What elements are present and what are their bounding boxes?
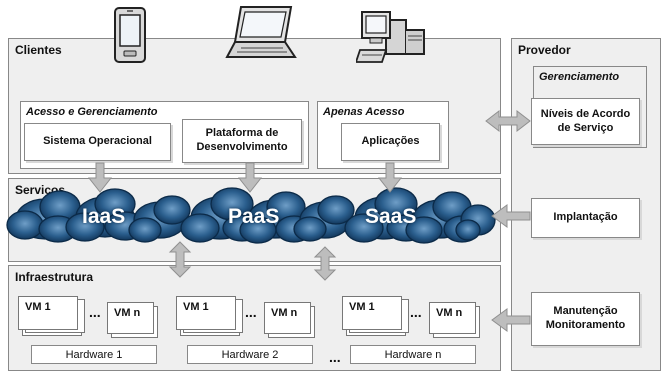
plataforma-box: Plataforma de Desenvolvimento: [182, 119, 302, 163]
vm-first-card: VM 1: [342, 296, 402, 330]
iaas-label: IaaS: [82, 205, 126, 228]
vm-ellipsis: ...: [89, 304, 101, 320]
hardware-box: Hardware 1: [31, 345, 157, 364]
gerenciamento-title: Gerenciamento: [539, 71, 620, 83]
plataforma-label-line1: Plataforma de: [205, 127, 279, 140]
vm-last-label: VM n: [436, 307, 463, 319]
provedor-title: Provedor: [518, 43, 571, 57]
acesso-gerenciamento-title: Acesso e Gerenciamento: [26, 106, 158, 118]
hardware-box: Hardware 2: [187, 345, 313, 364]
infraestrutura-title: Infraestrutura: [15, 270, 94, 284]
hardware-label: Hardware 1: [65, 348, 123, 361]
vm-first-card: VM 1: [176, 296, 236, 330]
hardware-label: Hardware n: [384, 348, 442, 361]
niveis-label-line1: Níveis de Acordo: [540, 107, 631, 120]
niveis-acordo-box: Níveis de Acordo de Serviço: [531, 98, 640, 145]
phone-icon: [114, 7, 146, 63]
sistema-operacional-label: Sistema Operacional: [43, 135, 152, 148]
aplicacoes-box: Aplicações: [341, 123, 440, 161]
desktop-computer-icon: [356, 11, 425, 63]
vm-first-card: VM 1: [18, 296, 78, 330]
hardware-label: Hardware 2: [221, 348, 279, 361]
sistema-operacional-box: Sistema Operacional: [24, 123, 171, 161]
vm-first-label: VM 1: [183, 301, 209, 313]
vm-first-label: VM 1: [349, 301, 375, 313]
apenas-acesso-title: Apenas Acesso: [323, 106, 405, 118]
clientes-title: Clientes: [15, 43, 62, 57]
vm-last-label: VM n: [271, 307, 298, 319]
vm-last-label: VM n: [114, 307, 141, 319]
niveis-label-line2: de Serviço: [557, 121, 614, 134]
laptop-icon: [225, 6, 297, 58]
servicos-title: Serviços: [15, 183, 66, 197]
vm-last-card: VM n: [264, 302, 311, 334]
vm-first-label: VM 1: [25, 301, 51, 313]
vm-last-card: VM n: [429, 302, 476, 334]
paas-label: PaaS: [228, 205, 280, 228]
saas-label: SaaS: [365, 205, 417, 228]
hardware-ellipsis: ...: [329, 349, 341, 365]
vm-ellipsis: ...: [245, 304, 257, 320]
vm-ellipsis: ...: [410, 304, 422, 320]
manutencao-label: Manutenção: [553, 305, 618, 318]
implantacao-label: Implantação: [553, 211, 618, 224]
plataforma-label-line2: Desenvolvimento: [196, 141, 288, 153]
hardware-box: Hardware n: [350, 345, 476, 364]
vm-last-card: VM n: [107, 302, 154, 334]
manutencao-monitoramento-box: Manutenção Monitoramento: [531, 292, 640, 346]
monitoramento-label: Monitoramento: [545, 319, 626, 331]
implantacao-box: Implantação: [531, 198, 640, 238]
aplicacoes-label: Aplicações: [361, 135, 420, 148]
